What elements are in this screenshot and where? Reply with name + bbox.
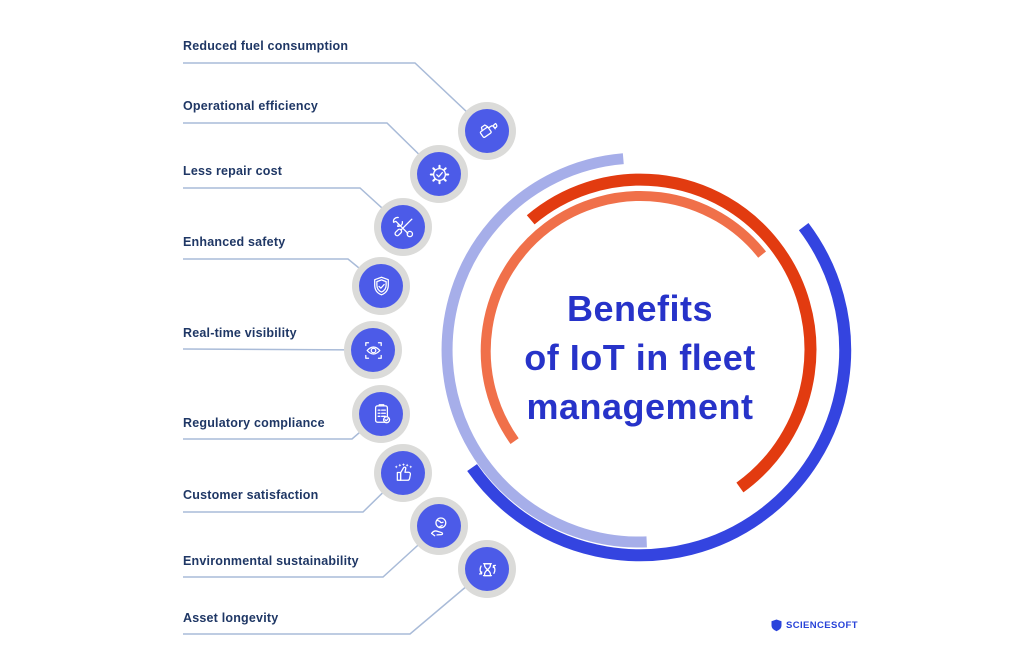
- connector-environmental-sustainability: [183, 525, 440, 578]
- repair-tools-icon: [392, 216, 413, 237]
- connector-asset-longevity: [183, 568, 488, 635]
- benefit-label-enhanced-safety: Enhanced safety: [183, 235, 286, 249]
- benefit-label-less-repair-cost: Less repair cost: [183, 164, 283, 178]
- benefit-label-asset-longevity: Asset longevity: [183, 611, 279, 625]
- shield-check-icon: [373, 276, 389, 295]
- benefit-icon-bubble: [374, 198, 432, 256]
- benefit-label-operational-efficiency: Operational efficiency: [183, 99, 318, 113]
- title-line-2: of IoT in fleet: [524, 337, 756, 378]
- benefit-label-customer-satisfaction: Customer satisfaction: [183, 488, 319, 502]
- circle-arc-dark-blue: [467, 222, 852, 562]
- benefit-label-environmental-sustainability: Environmental sustainability: [183, 554, 359, 568]
- hand-globe-icon: [430, 516, 446, 536]
- benefit-icon-bubble: [352, 385, 410, 443]
- benefit-label-reduced-fuel: Reduced fuel consumption: [183, 39, 349, 53]
- circle-arc-orange: [526, 173, 817, 493]
- benefit-icon-bubble: [458, 540, 516, 598]
- gear-check-icon: [429, 164, 449, 184]
- connector-real-time-visibility: [182, 348, 374, 351]
- circle-arc-periwinkle: [441, 153, 647, 548]
- connector-less-repair-cost: [183, 187, 404, 228]
- brand-shield-icon: [771, 619, 782, 632]
- benefit-icon-bubble: [344, 321, 402, 379]
- title-line-1: Benefits: [566, 288, 714, 329]
- eye-scan-icon: [364, 341, 382, 359]
- compliance-checklist-icon: [374, 403, 390, 423]
- hourglass-cycle-icon: [478, 562, 496, 576]
- benefit-icon-bubble: [410, 497, 468, 555]
- benefit-icon-bubble: [458, 102, 516, 160]
- fuel-pump-icon: [479, 122, 498, 138]
- brand-name: ScienceSoft: [786, 620, 858, 631]
- thumbs-up-stars-icon: [394, 462, 412, 481]
- title-line-3: management: [526, 386, 754, 427]
- circle-arc-salmon: [480, 191, 767, 445]
- infographic-title: Benefits of IoT in fleet management: [440, 284, 840, 431]
- brand-logo: ScienceSoft: [771, 619, 858, 632]
- benefit-label-real-time-visibility: Real-time visibility: [183, 326, 297, 340]
- benefit-icon-bubble: [410, 145, 468, 203]
- benefit-icon-bubble: [374, 444, 432, 502]
- benefit-label-regulatory-compliance: Regulatory compliance: [183, 416, 325, 430]
- benefit-icon-bubble: [352, 257, 410, 315]
- connector-reduced-fuel: [183, 62, 488, 132]
